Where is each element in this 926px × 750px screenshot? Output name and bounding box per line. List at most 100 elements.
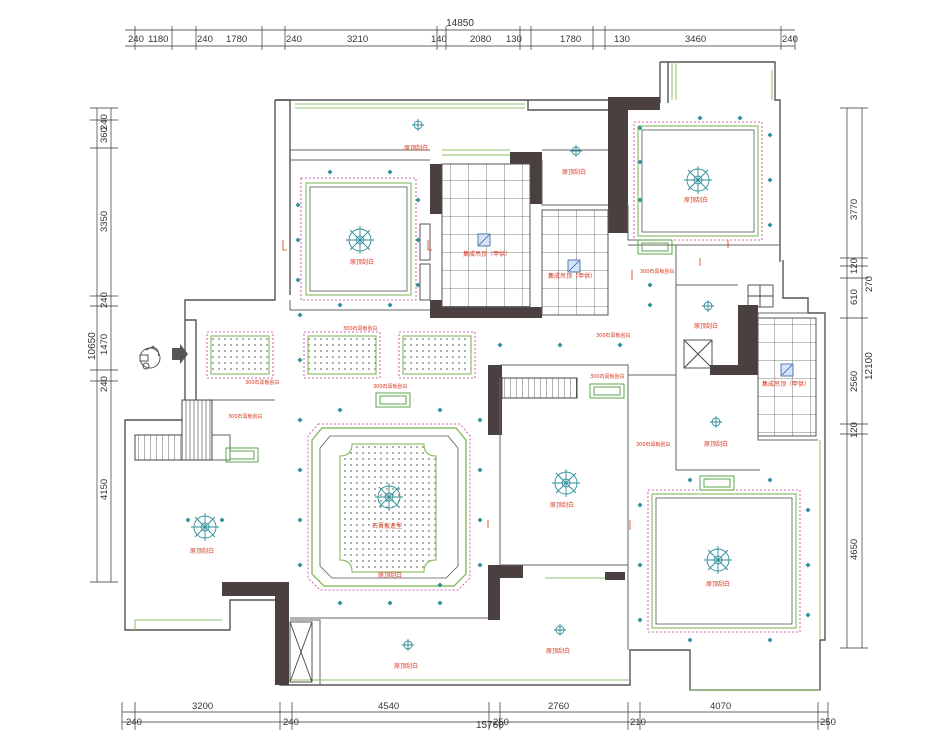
bottom-dimensions — [121, 702, 829, 730]
living-room-label: 石膏板造型 — [372, 522, 402, 530]
ceiling-light-icon — [190, 512, 220, 542]
room-5-label: 原顶刮白 — [550, 501, 574, 509]
shaft-boxes — [289, 223, 774, 683]
ac-units — [225, 239, 735, 491]
trough-label: 300石膏板刮白 — [596, 332, 631, 339]
bottom-total-dimension: 15760 — [476, 720, 504, 731]
dim-label: 2760 — [548, 701, 569, 712]
dim-label: 240 — [126, 717, 142, 728]
dim-label: 360 — [99, 127, 110, 143]
dim-label: 130 — [506, 34, 522, 45]
bottom-segment-labels: 3200 240 240 4540 250 2760 210 4070 250 — [126, 701, 836, 728]
small-light-icon — [701, 299, 715, 313]
dark-walls — [222, 97, 758, 685]
balcony-left-label: 原顶刮白 — [394, 662, 418, 670]
dim-label: 250 — [493, 717, 509, 728]
right-total-dimension: 12100 — [864, 352, 875, 380]
corridor-panels — [206, 331, 476, 379]
dim-label: 3460 — [685, 34, 706, 45]
left-total-dimension: 10650 — [87, 332, 98, 360]
dim-label: 120 — [849, 422, 860, 438]
dim-label: 120 — [849, 258, 860, 274]
trough-label: 300石膏板刮白 — [228, 413, 263, 420]
dim-label: 2080 — [470, 34, 491, 45]
living-room-outer-label: 原顶刮白 — [378, 571, 402, 579]
balcony-right-label: 原顶刮白 — [546, 647, 570, 655]
ceiling-light-icon — [374, 482, 404, 512]
ceiling-light-icon — [551, 468, 581, 498]
dim-label: 610 — [849, 289, 860, 305]
dim-label: 240 — [197, 34, 213, 45]
dim-label: 240 — [99, 376, 110, 392]
room-4-label: 原顶刮白 — [190, 547, 214, 555]
dim-label: 140 — [431, 34, 447, 45]
small-room-label: 原顶刮白 — [694, 322, 718, 330]
dim-label: 270 — [864, 276, 875, 292]
dim-label: 1780 — [560, 34, 581, 45]
dim-label: 1470 — [99, 334, 110, 355]
dim-label: 250 — [820, 717, 836, 728]
dim-label: 3770 — [849, 199, 860, 220]
dim-label: 3350 — [99, 211, 110, 232]
dim-label: 3210 — [347, 34, 368, 45]
ceiling-icon-bath1 — [477, 233, 491, 247]
left-dimensions — [90, 107, 118, 583]
room-3-ceiling — [647, 489, 801, 633]
dim-label: 130 — [614, 34, 630, 45]
stair-left-vertical — [181, 399, 213, 461]
ceiling-icon-bath3 — [780, 363, 794, 377]
ceiling-light-icon — [345, 225, 375, 255]
room-3-label: 原顶刮白 — [706, 580, 730, 588]
bath-1-label: 集成吊顶（甲供） — [463, 250, 511, 258]
bathroom-3-tiles — [757, 317, 817, 437]
right-segment-labels: 3770 120 270 610 2560 120 4650 — [849, 199, 875, 560]
room-1-ceiling — [300, 177, 417, 301]
dim-label: 240 — [128, 34, 144, 45]
room-2-ceiling — [633, 121, 763, 241]
top-total-dimension: 14850 — [446, 18, 474, 29]
dim-label: 240 — [99, 114, 110, 130]
room-1-label: 原顶刮白 — [350, 258, 374, 266]
dim-label: 210 — [630, 717, 646, 728]
dim-label: 4150 — [99, 479, 110, 500]
kitchen-label: 原顶刮白 — [562, 168, 586, 176]
left-segment-labels: 240 360 3350 240 1470 240 4150 — [99, 114, 110, 500]
top-segment-labels: 240 1180 240 1780 240 3210 140 2080 130 … — [128, 34, 798, 45]
corridor-top-label: 原顶刮白 — [404, 144, 428, 152]
top-dimensions — [125, 26, 796, 50]
entrance-door-icon — [139, 345, 161, 370]
dim-label: 3200 — [192, 701, 213, 712]
trough-label: 300石膏板刮白 — [245, 379, 280, 386]
dim-label: 1780 — [226, 34, 247, 45]
trough-label: 300石膏板刮白 — [343, 325, 378, 332]
small-light-icon — [709, 415, 723, 429]
stair-center — [501, 377, 578, 399]
ceiling-light-icon — [683, 165, 713, 195]
bath-2-label: 集成吊顶（甲供） — [548, 272, 596, 280]
dim-label: 1180 — [148, 34, 168, 45]
trough-label: 300石膏板刮白 — [373, 383, 408, 390]
windows — [134, 62, 821, 691]
dim-label: 4540 — [378, 701, 399, 712]
ceiling-light-icon — [703, 545, 733, 575]
ceiling-icon-bath2 — [567, 259, 581, 273]
small-light-icon — [411, 118, 425, 132]
dim-label: 4650 — [849, 539, 860, 560]
dim-label: 4070 — [710, 701, 731, 712]
dim-label: 240 — [286, 34, 302, 45]
entrance-arrow-icon — [172, 344, 188, 364]
inner-walls — [135, 149, 818, 685]
light-trough-labels: 300石膏板刮白 300石膏板刮白 300石膏板刮白 300石膏板刮白 300石… — [228, 268, 675, 448]
small-light-icon — [553, 623, 567, 637]
trough-label: 300石膏板刮白 — [636, 441, 671, 448]
trough-label: 300石膏板刮白 — [640, 268, 675, 275]
dim-label: 240 — [283, 717, 299, 728]
dim-label: 240 — [782, 34, 798, 45]
trough-label: 300石膏板刮白 — [590, 373, 625, 380]
room-2-label: 原顶刮白 — [684, 196, 708, 204]
small-light-icon — [401, 638, 415, 652]
door-marks — [282, 240, 729, 530]
bath-3-label: 集成吊顶（甲供） — [762, 380, 810, 388]
right-dimensions — [840, 107, 868, 649]
